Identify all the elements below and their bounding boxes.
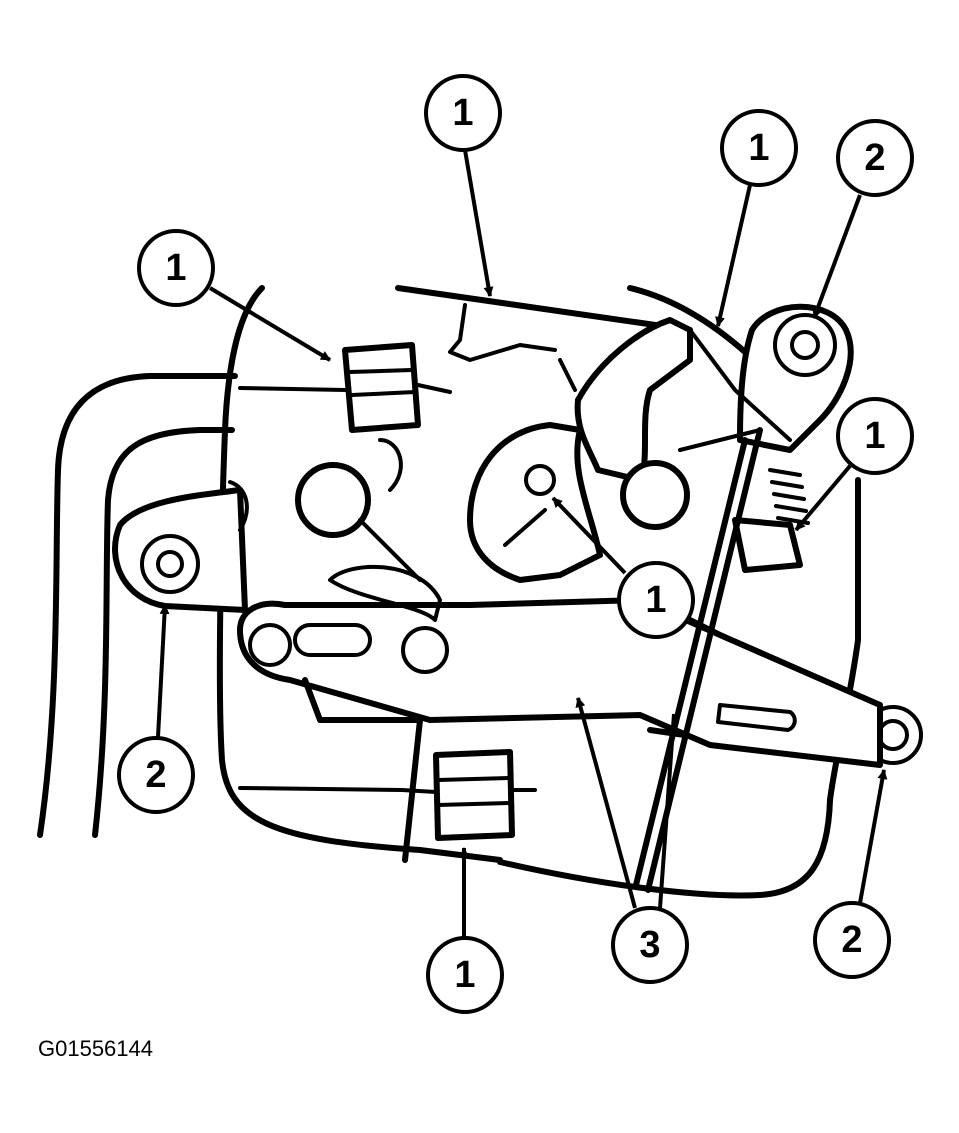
leader-2-bottom-right [858,769,888,904]
leader-1-upper-right [715,184,752,327]
mechanism-artwork [37,285,923,899]
callout-1-top: 1 [424,74,502,152]
callout-2-bottom-right: 2 [813,901,891,979]
callout-label: 1 [748,127,769,169]
leader-1-top [463,149,494,297]
callout-label: 2 [841,919,862,961]
callout-label: 1 [452,92,473,134]
callout-1-upper-right: 1 [720,109,798,187]
leader-3-left [575,697,637,909]
leader-2-upper-right [812,194,862,319]
callout-label: 1 [454,954,475,996]
callout-label: 1 [864,415,885,457]
callout-1-left: 1 [137,229,215,307]
figure-id: G01556144 [38,1036,153,1061]
callout-1-right: 1 [836,397,914,475]
leader-1-left [208,286,332,362]
callout-1-center: 1 [617,561,695,639]
callout-3: 3 [611,906,689,984]
callout-leaders [156,149,888,937]
leader-2-left [156,604,170,738]
leader-3-right [658,713,676,909]
callout-label: 3 [639,924,660,966]
callout-1-bottom: 1 [426,936,504,1014]
callout-label: 2 [145,754,166,796]
callout-label: 1 [165,247,186,289]
callout-label: 1 [645,579,666,621]
callout-2-upper-right: 2 [836,119,914,197]
leader-1-center [551,496,627,575]
callout-label: 2 [864,137,885,179]
leader-1-right [794,458,857,532]
callout-2-left: 2 [117,736,195,814]
